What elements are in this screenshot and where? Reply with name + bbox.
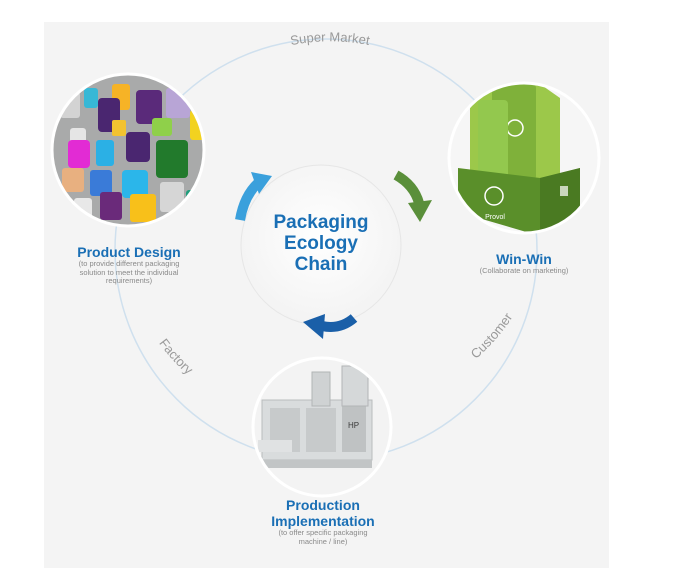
win-win-label: Win-Win (Collaborate on marketing) — [462, 251, 586, 276]
svg-text:Provol: Provol — [485, 214, 505, 221]
win-win-sub1: (Collaborate on marketing) — [479, 266, 569, 275]
win-win-title: Win-Win — [496, 251, 552, 267]
arrow-green — [393, 170, 432, 222]
production-title2: Implementation — [271, 513, 375, 529]
production-sub2: machine / line) — [298, 536, 348, 546]
center-title-line1: Packaging — [273, 212, 369, 233]
arrow-dark-blue — [303, 314, 358, 339]
svg-text:HP: HP — [348, 421, 359, 430]
center-title-line3: Chain — [294, 254, 348, 275]
product-design-sub2: solution to meet the individual — [79, 267, 179, 277]
production-sub1: (to offer specific packaging — [278, 528, 368, 537]
arrow-light-blue — [235, 172, 272, 221]
production-title1: Production — [286, 497, 360, 513]
product-design-label: Product Design (to provide different pac… — [48, 244, 210, 286]
ring-label-supermarket: Super Market — [289, 29, 371, 48]
product-design-sub3: requirements) — [105, 276, 153, 285]
product-design-sub1: (to provide different packaging — [78, 259, 180, 268]
center-title: Packaging Ecology Chain — [261, 212, 381, 275]
product-design-title: Product Design — [77, 244, 181, 260]
production-label: Production Implementation (to offer spec… — [252, 497, 394, 546]
win-win-image: Provol — [447, 81, 601, 235]
ring-label-factory: Factory — [156, 336, 196, 378]
product-design-image — [50, 72, 206, 228]
center-title-line2: Ecology — [284, 233, 358, 254]
production-image: HP — [251, 356, 393, 498]
ring-label-customer: Customer — [468, 310, 516, 362]
